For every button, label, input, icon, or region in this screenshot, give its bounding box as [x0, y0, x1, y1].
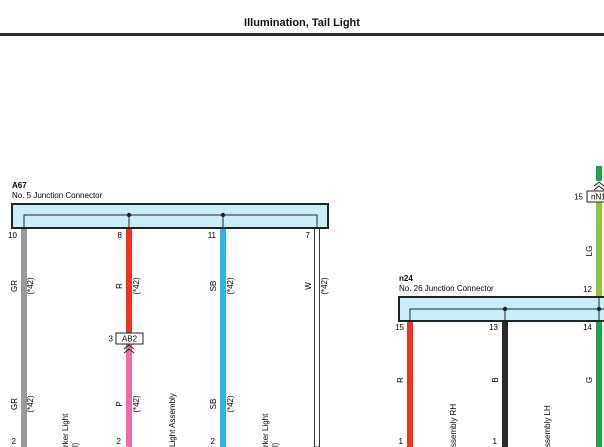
inline-connector-nn1: [586, 181, 604, 203]
wire-color-label: P: [115, 401, 124, 406]
component-label: l): [71, 442, 80, 447]
wire-color-label: SB: [209, 281, 218, 292]
wire-note-label: (*42): [226, 277, 235, 295]
page-title: Illumination, Tail Light: [244, 17, 360, 29]
wire-note-label: (*42): [132, 277, 141, 295]
connector-n24-id: n24: [399, 274, 413, 283]
wire-w: [314, 227, 320, 447]
wire-color-label: G: [585, 377, 594, 383]
end-pin-number: 1: [399, 437, 404, 446]
wire-note-label: (*42): [26, 277, 35, 295]
wire-color-label: GR: [10, 398, 19, 410]
connector-a67-name: No. 5 Junction Connector: [12, 191, 103, 200]
header-rule: [0, 33, 604, 36]
connector-n24: [398, 296, 604, 322]
wire-color-label: R: [396, 377, 405, 383]
page-header: Illumination, Tail Light: [0, 0, 604, 36]
pin-number: 14: [583, 323, 592, 332]
connector-n24-name: No. 26 Junction Connector: [399, 284, 494, 293]
wire-note-label: (*42): [226, 395, 235, 413]
end-pin-number: 2: [12, 437, 17, 446]
component-label: ssembly RH: [449, 404, 458, 447]
wire-color-label: B: [491, 377, 500, 382]
component-label: rker Light: [261, 413, 270, 447]
wire-color-label: W: [304, 282, 313, 290]
wire-note-label: (*42): [132, 395, 141, 413]
inline-connector-nn1-label: nN1: [591, 193, 604, 202]
pin-number: 8: [118, 231, 123, 240]
inline-connector-ab2-pin: 3: [109, 335, 114, 344]
wire-color-label: GR: [10, 280, 19, 292]
wire-color-label: SB: [209, 399, 218, 410]
end-pin-number: 2: [211, 437, 216, 446]
connector-a67: [11, 203, 329, 229]
component-label: rker Light: [61, 413, 70, 447]
wire-note-label: (*42): [26, 395, 35, 413]
inline-connector-ab2-label: AB2: [122, 335, 138, 344]
pin-number: 15: [395, 323, 404, 332]
wire-color-label: R: [115, 283, 124, 289]
pin-number: 13: [489, 323, 498, 332]
end-pin-number: 1: [493, 437, 498, 446]
pin-number: 11: [208, 231, 217, 240]
wire-color-label: LG: [585, 246, 594, 257]
pin-number: 10: [8, 231, 17, 240]
inline-connector-nn1-pin: 15: [574, 193, 583, 202]
component-label: ssembly LH: [543, 405, 552, 447]
pin-number: 7: [306, 231, 311, 240]
connector-a67-id: A67: [12, 181, 27, 190]
wire-note-label: (*42): [320, 277, 329, 295]
pin-number: 12: [583, 285, 592, 294]
inline-connector-ab2: [115, 332, 144, 354]
component-label: Light Assembly: [168, 393, 177, 447]
component-label: l): [271, 442, 280, 447]
end-pin-number: 2: [117, 437, 122, 446]
